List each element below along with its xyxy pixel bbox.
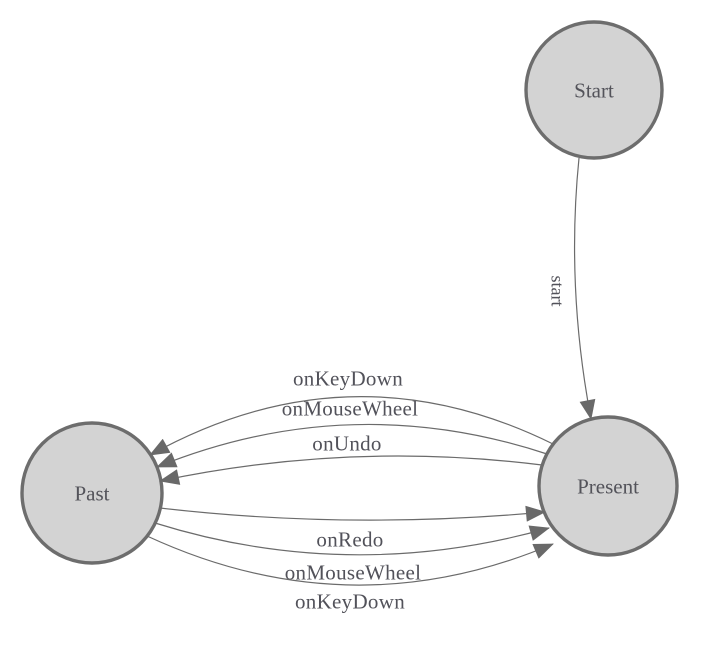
edge-label-onmousewheel-bottom: onMouseWheel bbox=[285, 560, 422, 584]
edge-past-to-present-onredo: onRedo bbox=[159, 505, 546, 551]
edge-line-onundo bbox=[159, 455, 543, 485]
state-circle-start[interactable] bbox=[524, 20, 664, 160]
edge-start-to-present: start bbox=[548, 157, 596, 420]
edge-present-to-past-onmousewheel: onMouseWheel bbox=[156, 396, 548, 468]
edge-past-to-present-onkeydown: onKeyDown bbox=[146, 535, 554, 613]
state-node-present[interactable]: Present bbox=[537, 415, 679, 557]
edge-label-onredo: onRedo bbox=[316, 527, 383, 551]
edge-label-start: start bbox=[548, 276, 568, 307]
state-label-start: Start bbox=[574, 78, 614, 102]
edge-label-onmousewheel-top: onMouseWheel bbox=[282, 396, 419, 420]
edge-line-onmousewheel-top bbox=[156, 423, 548, 468]
edge-line-onkeydown-bottom bbox=[146, 535, 554, 586]
state-node-start[interactable]: Start bbox=[524, 20, 664, 160]
edge-line-onmousewheel-bottom bbox=[154, 522, 550, 556]
edge-label-onkeydown-bottom: onKeyDown bbox=[295, 589, 405, 613]
state-node-past[interactable]: Past bbox=[20, 421, 164, 565]
edge-line-start bbox=[573, 157, 596, 420]
state-label-present: Present bbox=[577, 474, 639, 498]
edge-line-onkeydown-top bbox=[149, 396, 554, 456]
edge-line-onredo bbox=[159, 505, 546, 522]
edge-present-to-past-onundo: onUndo bbox=[159, 431, 543, 485]
state-circle-present[interactable] bbox=[537, 415, 679, 557]
edge-present-to-past-onkeydown: onKeyDown bbox=[149, 366, 554, 456]
edge-label-onkeydown-top: onKeyDown bbox=[293, 366, 403, 390]
state-label-past: Past bbox=[74, 481, 109, 505]
edge-past-to-present-onmousewheel: onMouseWheel bbox=[154, 522, 550, 584]
edge-label-onundo: onUndo bbox=[312, 431, 381, 455]
state-circle-past[interactable] bbox=[20, 421, 164, 565]
